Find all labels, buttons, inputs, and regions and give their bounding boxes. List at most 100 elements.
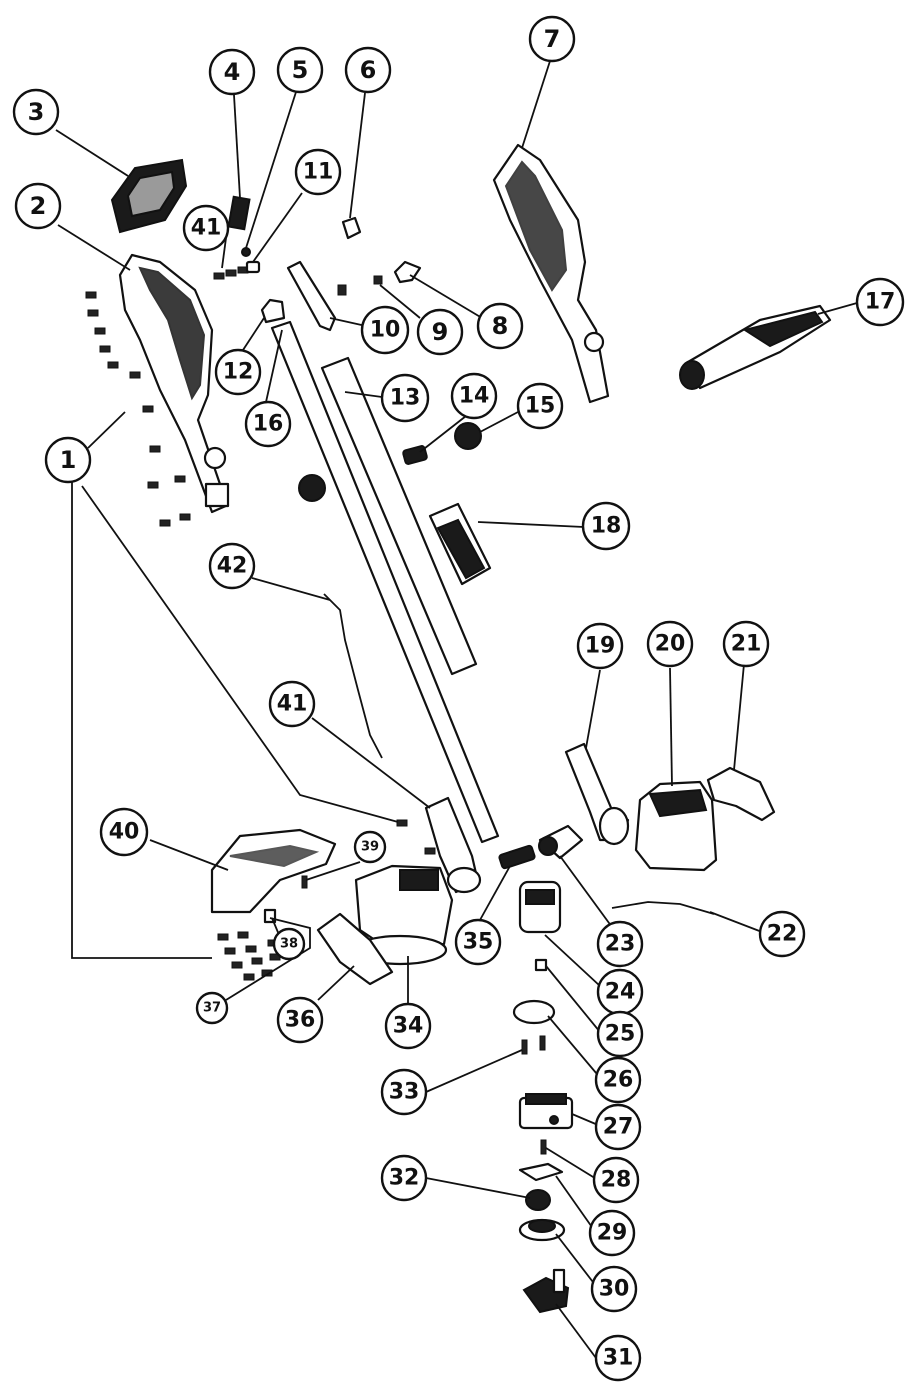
leader-20 (669, 667, 673, 787)
part-42-wire (323, 593, 383, 759)
callout-39: 39 (353, 830, 387, 864)
part-15-knob (454, 422, 482, 450)
part-12-cap (260, 298, 286, 324)
leader-1a (87, 411, 126, 449)
leader-35 (479, 865, 511, 921)
svg-text:28: 28 (601, 1168, 632, 1193)
svg-text:1: 1 (60, 446, 77, 474)
part-33-screw-b (539, 1035, 546, 1051)
callout-10: 10 (360, 305, 410, 355)
part-21-cover (706, 766, 776, 822)
part-13-inner-tube (320, 356, 478, 676)
svg-text:20: 20 (655, 632, 686, 657)
part-2-handle-housing (118, 253, 230, 514)
leader-36 (317, 965, 355, 1001)
part-33-screw-a (521, 1039, 528, 1055)
svg-text:22: 22 (767, 922, 798, 947)
part-22-wire (611, 901, 715, 915)
parts-layer (85, 143, 832, 1314)
callout-33: 33 (380, 1068, 428, 1116)
leader-lines (55, 60, 858, 1359)
part-18-grip (428, 502, 492, 586)
svg-text:39: 39 (361, 840, 379, 855)
callout-2: 2 (14, 182, 62, 230)
svg-text:25: 25 (605, 1022, 636, 1047)
svg-text:10: 10 (370, 318, 401, 343)
leader-21 (733, 663, 745, 771)
part-9-pin-b (373, 275, 383, 285)
svg-text:41: 41 (277, 692, 308, 717)
leader-5 (245, 91, 297, 249)
leader-8 (409, 274, 483, 319)
callout-16: 16 (244, 400, 292, 448)
part-28-screw (540, 1139, 547, 1155)
callout-7: 7 (528, 15, 576, 63)
leader-24 (544, 934, 601, 987)
leader-17 (817, 302, 858, 315)
part-20-motor-housing (634, 780, 718, 872)
svg-text:13: 13 (390, 386, 421, 411)
part-17-auxiliary-grip (679, 304, 832, 390)
callout-30: 30 (590, 1265, 638, 1313)
leader-1b (71, 482, 212, 959)
svg-text:40: 40 (109, 820, 140, 845)
leader-28 (545, 1147, 599, 1181)
leader-18 (477, 521, 585, 528)
svg-text:29: 29 (597, 1221, 628, 1246)
svg-text:7: 7 (544, 25, 561, 53)
part-40-guard (210, 828, 337, 914)
part-39-screw (301, 875, 308, 889)
leader-16 (265, 329, 283, 403)
battery-pack (110, 158, 188, 234)
leader-25 (545, 965, 601, 1033)
svg-text:18: 18 (591, 514, 622, 539)
callout-41-top: 41 (182, 204, 230, 252)
callout-9: 9 (416, 308, 464, 356)
svg-text:27: 27 (603, 1115, 634, 1140)
svg-text:35: 35 (463, 930, 494, 955)
leader-37 (225, 917, 311, 1001)
leader-7 (521, 60, 551, 149)
callout-19: 19 (576, 622, 624, 670)
leader-4 (233, 94, 241, 199)
part-16-shaft-tube (270, 320, 500, 844)
callout-42: 42 (208, 542, 256, 590)
part-26-ring (512, 999, 556, 1025)
part-36-guard-piece (316, 912, 394, 986)
callout-26: 26 (594, 1056, 642, 1104)
svg-text:19: 19 (585, 634, 616, 659)
leader-9 (379, 284, 421, 319)
svg-text:11: 11 (303, 160, 334, 185)
callout-11: 11 (294, 148, 342, 196)
callout-25: 25 (596, 1010, 644, 1058)
svg-text:32: 32 (389, 1166, 420, 1191)
svg-text:30: 30 (599, 1277, 630, 1302)
callout-1: 1 (44, 436, 92, 484)
leader-13 (344, 391, 383, 398)
callout-31: 31 (594, 1334, 642, 1382)
leader-15 (479, 411, 519, 433)
svg-text:4: 4 (224, 58, 241, 86)
callout-34: 34 (384, 1002, 432, 1050)
part-5-pin (241, 247, 251, 257)
callout-14: 14 (450, 372, 498, 420)
leader-27 (571, 1113, 599, 1126)
callout-20: 20 (646, 620, 694, 668)
callout-27: 27 (594, 1103, 642, 1151)
callout-13: 13 (380, 373, 430, 423)
leader-22 (709, 911, 763, 933)
svg-text:12: 12 (223, 360, 254, 385)
leader-19 (585, 669, 601, 749)
callout-layer: 1 2 3 4 5 6 7 8 9 10 11 12 13 14 15 16 1… (12, 15, 905, 1382)
callout-8: 8 (476, 302, 524, 350)
svg-text:34: 34 (393, 1014, 424, 1039)
leader-42 (251, 577, 331, 601)
part-41-shaft-coupler (424, 796, 482, 894)
callout-22: 22 (758, 910, 806, 958)
leader-2 (57, 224, 131, 271)
svg-text:2: 2 (30, 192, 47, 220)
callout-18: 18 (581, 501, 631, 551)
leader-31 (555, 1303, 597, 1359)
callout-37: 37 (195, 991, 229, 1025)
leader-41b (311, 717, 431, 809)
